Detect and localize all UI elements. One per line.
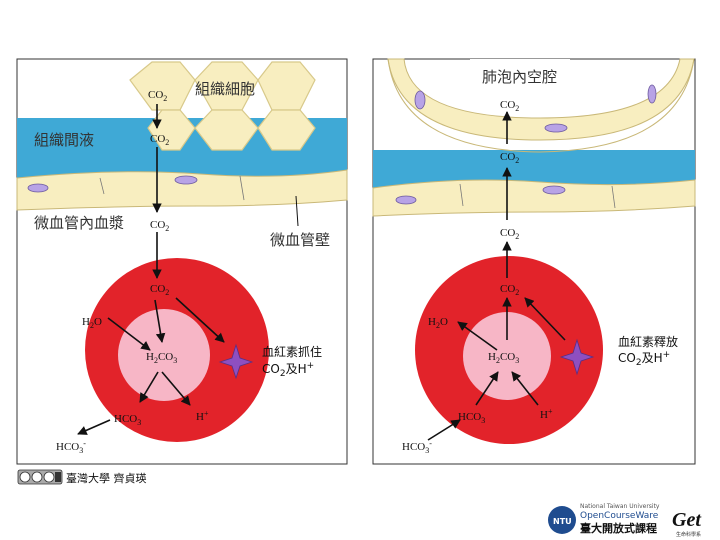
get-brand-sub: 生命科學系 bbox=[676, 531, 701, 538]
ntu-ocw-logo[interactable]: NTU National Taiwan University OpenCours… bbox=[548, 503, 660, 535]
hco3-inner-label: HCO3 bbox=[114, 413, 141, 427]
capillary-plasma-label: 微血管內血漿 bbox=[34, 214, 124, 232]
hemoglobin-note-line1: 血紅素抓住 bbox=[262, 345, 322, 359]
license-author: 臺灣大學 齊貞瑛 bbox=[66, 471, 147, 485]
endothelial-nucleus bbox=[175, 176, 197, 184]
nc-icon bbox=[44, 472, 54, 482]
ntu-logo-text: NTU bbox=[553, 517, 572, 526]
tissue-cell-label: 組織細胞 bbox=[195, 80, 255, 98]
hco3-inner-label: HCO3 bbox=[458, 411, 485, 425]
hemoglobin-release-note-line1: 血紅素釋放 bbox=[618, 334, 678, 349]
logo-line3: 臺大開放式課程 bbox=[580, 521, 657, 535]
get-logo[interactable]: Get 生命科學系 bbox=[672, 509, 702, 538]
interstitial-fluid-label: 組織間液 bbox=[34, 131, 94, 149]
h2co3-label: H2CO3 bbox=[146, 351, 177, 365]
h2co3-label: H2CO3 bbox=[488, 351, 519, 365]
endothelial-nucleus bbox=[28, 184, 48, 192]
endothelial-nucleus bbox=[543, 186, 565, 194]
endothelial-nucleus bbox=[396, 196, 416, 204]
logo-line2: OpenCourseWare bbox=[580, 511, 659, 521]
sa-icon bbox=[55, 472, 61, 482]
alveolar-nucleus bbox=[545, 124, 567, 132]
by-icon bbox=[32, 472, 42, 482]
alveolus-label: 肺泡內空腔 bbox=[482, 68, 557, 86]
cc-license-badge[interactable] bbox=[18, 470, 62, 484]
right-panel: 肺泡內空腔 CO2 CO2 CO2 CO2 H2O H2CO3 HCO3 H+ … bbox=[373, 59, 695, 464]
logo-line1: National Taiwan University bbox=[580, 503, 660, 510]
left-panel: 組織細胞 組織間液 微血管內血漿 微血管壁 CO2 CO2 CO2 CO2 H2… bbox=[17, 59, 347, 464]
get-brand: Get bbox=[672, 509, 702, 531]
alveolar-nucleus bbox=[415, 91, 425, 109]
alveolar-nucleus bbox=[648, 85, 656, 103]
capillary-wall-label: 微血管壁 bbox=[270, 231, 330, 249]
cc-icon bbox=[20, 472, 30, 482]
